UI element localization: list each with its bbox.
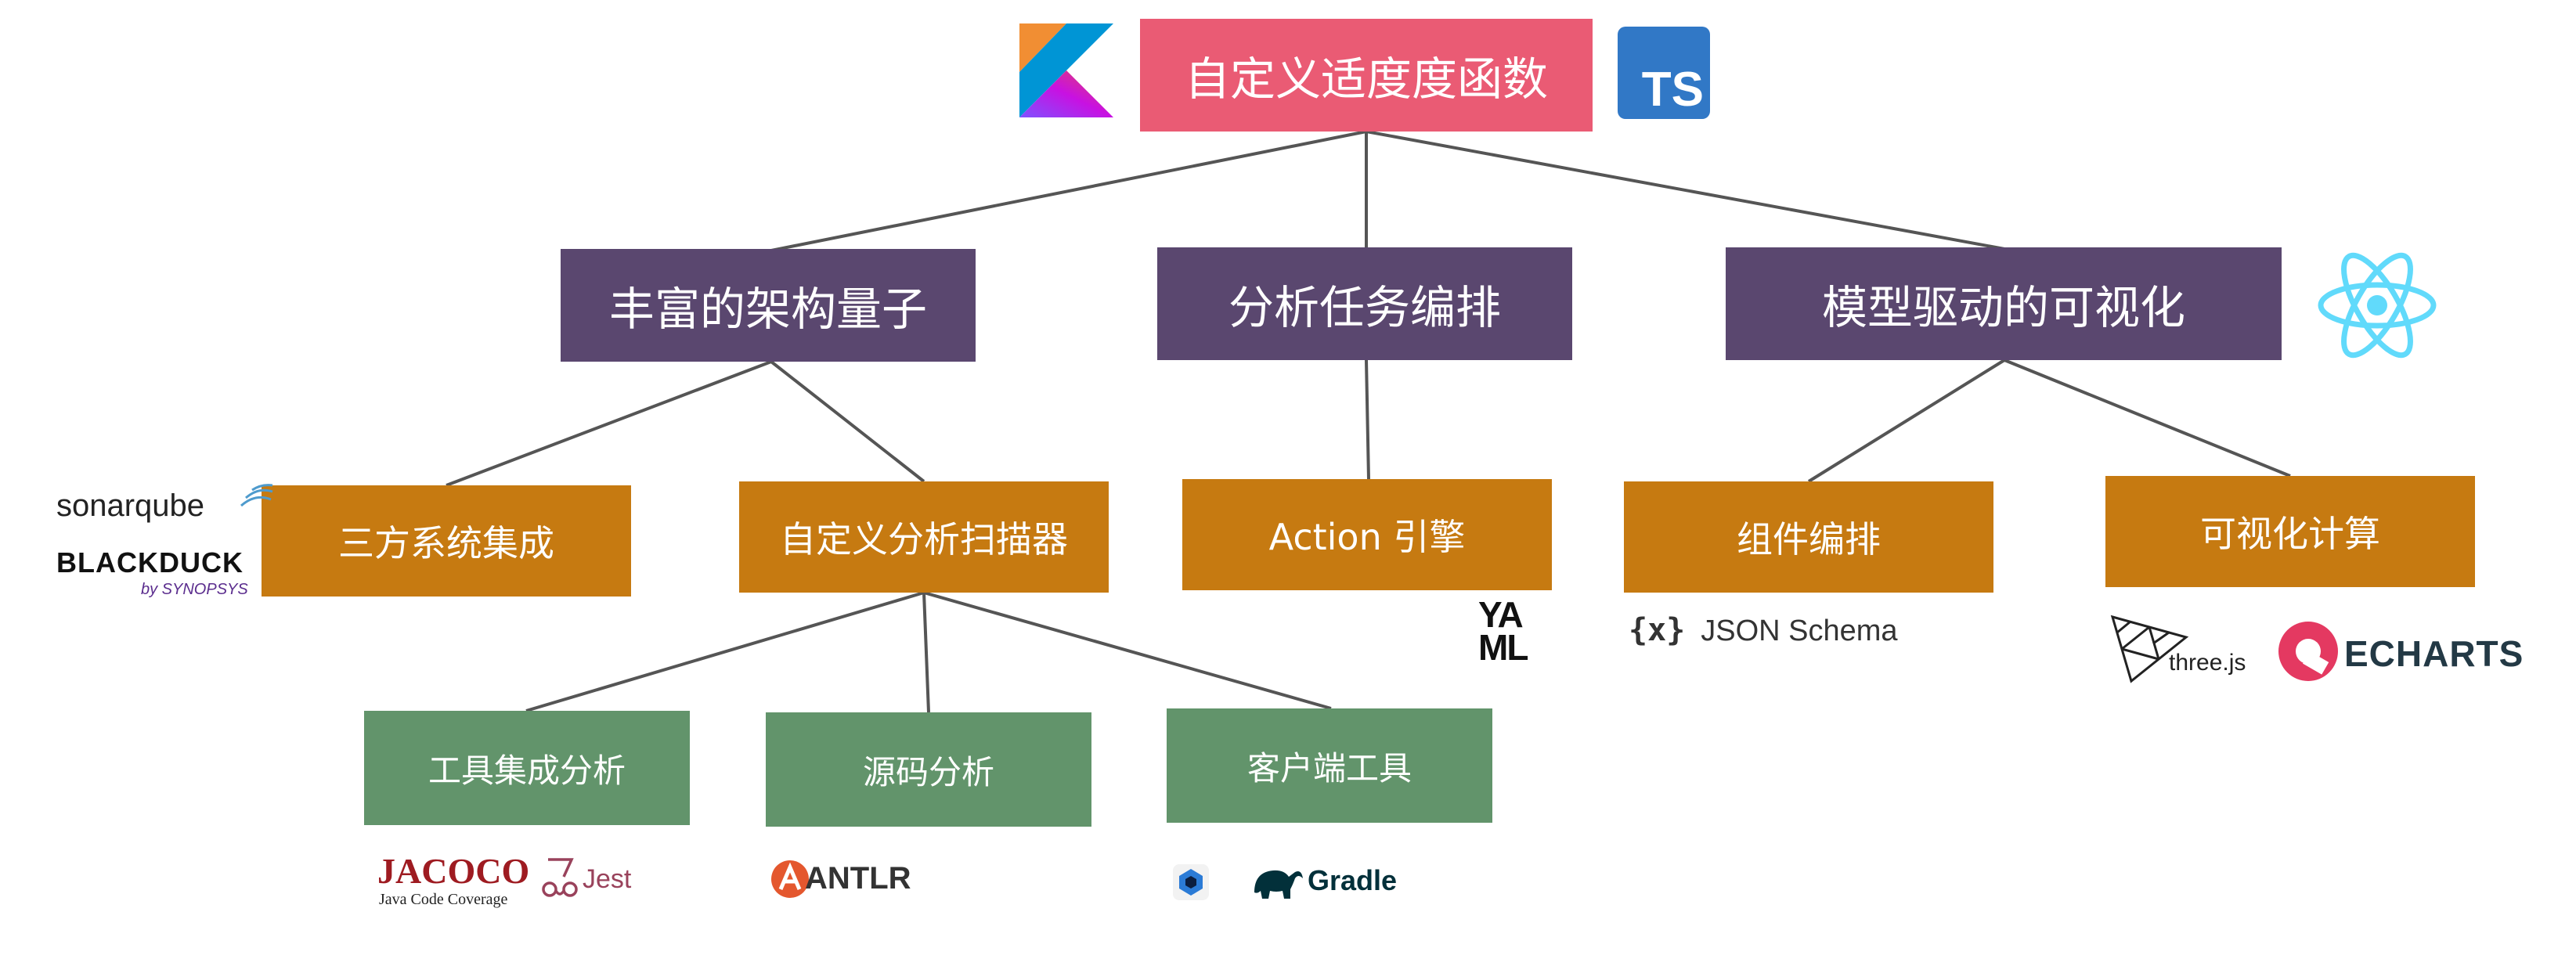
module-label: 自定义分析扫描器 [780, 518, 1068, 560]
scanner-tool-integration: 工具集成分析 [364, 711, 690, 825]
root-label: 自定义适度度函数 [1184, 52, 1548, 106]
module-label: 组件编排 [1737, 518, 1881, 560]
scanner-label: 源码分析 [862, 752, 994, 791]
module-component-orchestration: 组件编排 [1624, 481, 1993, 593]
pillar-label: 丰富的架构量子 [608, 283, 927, 336]
module-custom-scanner: 自定义分析扫描器 [739, 481, 1109, 593]
edge-pillar3-module4 [1807, 359, 2006, 483]
pillar-label: 模型驱动的可视化 [1821, 281, 2185, 334]
edge-pillar2-module3 [1365, 359, 1370, 480]
gradle-logo [1250, 855, 1306, 902]
echarts-label: ECHARTS [2344, 633, 2524, 674]
edge-root-pillar3 [1366, 130, 2005, 251]
pillar-architecture-quantum: 丰富的架构量子 [561, 249, 976, 362]
scanner-label: 工具集成分析 [428, 751, 626, 790]
threejs-label: three.js [2169, 650, 2246, 676]
root-node: 自定义适度度函数 [1140, 19, 1593, 132]
scanner-source-analysis: 源码分析 [766, 712, 1091, 827]
pillar-model-driven-visualization: 模型驱动的可视化 [1726, 247, 2282, 360]
pillar-label: 分析任务编排 [1228, 281, 1501, 334]
antlr-logo [770, 860, 810, 899]
gradle-label: Gradle [1308, 864, 1398, 896]
edge-module2-scanner1 [525, 591, 925, 712]
edge-module2-scanner3 [923, 591, 1332, 710]
module-visual-computing: 可视化计算 [2105, 476, 2475, 587]
jest-label: Jest [583, 864, 632, 894]
module-label: Action 引擎 [1268, 516, 1466, 558]
pillar-task-orchestration: 分析任务编排 [1157, 247, 1572, 360]
edge-pillar3-module5 [2004, 359, 2291, 478]
blackduck-logo: BLACKDUCK [56, 546, 244, 579]
antlr-label: ANTLR [805, 861, 911, 896]
typescript-logo: TS [1618, 27, 1710, 119]
edge-root-pillar1 [770, 130, 1367, 252]
scanner-client-tools: 客户端工具 [1167, 708, 1492, 823]
module-action-engine: Action 引擎 [1182, 479, 1552, 590]
typescript-logo-text: TS [1641, 63, 1704, 117]
yaml-logo: YA ML [1478, 594, 1528, 668]
module-third-party-integration: 三方系统集成 [262, 485, 631, 597]
module-label: 可视化计算 [2200, 513, 2380, 555]
ij-logo [1171, 863, 1210, 902]
sonarqube-logo: sonarqube [56, 484, 273, 524]
edge-pillar1-module2 [770, 360, 925, 483]
scanner-label: 客户端工具 [1247, 748, 1412, 788]
jest-logo [540, 856, 579, 902]
kotlin-logo [1019, 23, 1113, 117]
jacoco-subtitle: Java Code Coverage [379, 891, 508, 908]
echarts-logo [2277, 620, 2340, 683]
module-label: 三方系统集成 [338, 522, 554, 564]
edge-module2-scanner2 [922, 592, 930, 713]
json-schema-logo: {x}JSON Schema [1629, 612, 1898, 648]
synopsys-logo: by SYNOPSYS [141, 581, 248, 598]
threejs-logo [2106, 614, 2200, 684]
react-logo [2316, 251, 2438, 360]
jacoco-logo: JACOCO [377, 851, 530, 891]
edge-pillar1-module1 [446, 360, 772, 487]
